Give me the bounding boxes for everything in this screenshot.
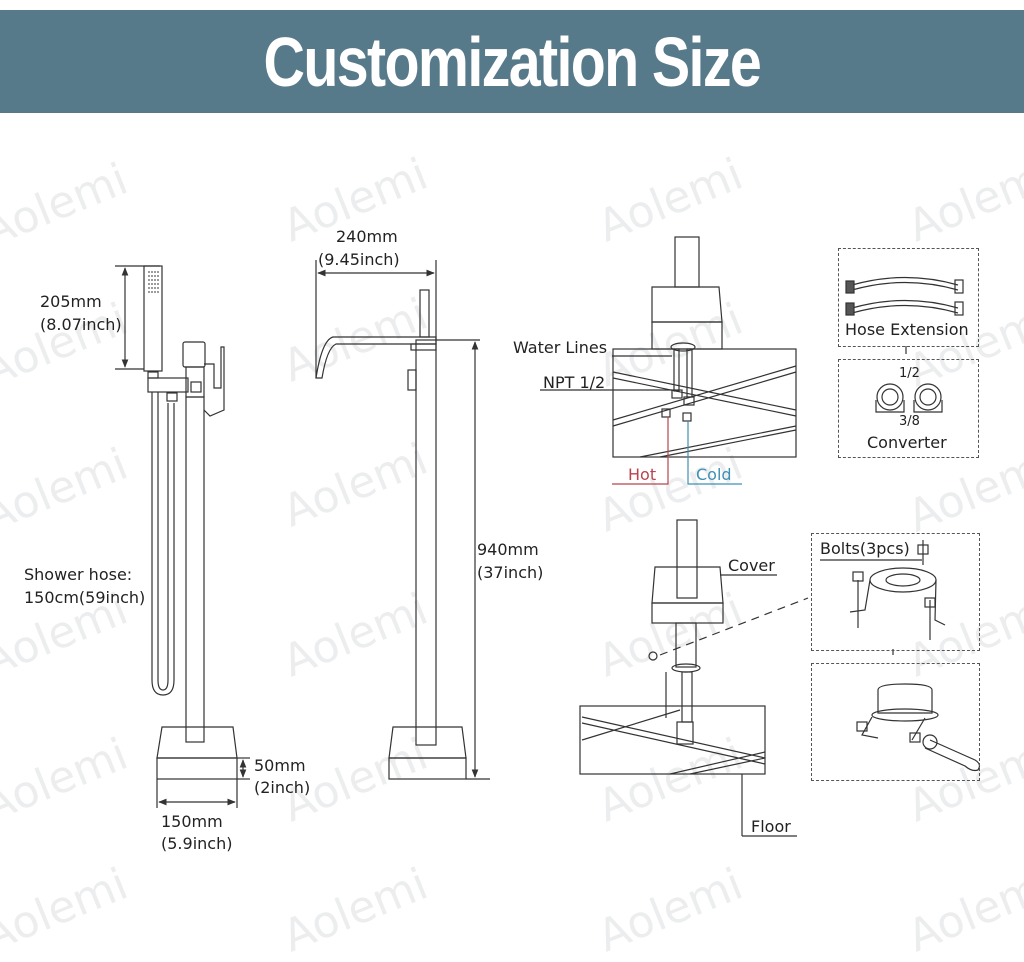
converter-size-top: 1/2 xyxy=(899,366,920,381)
floor-label: Floor xyxy=(751,817,791,836)
cover-label: Cover xyxy=(728,556,775,575)
npt-label: NPT 1/2 xyxy=(543,373,606,392)
bolts-drawing xyxy=(820,540,946,640)
install-water-lines-diagram xyxy=(540,236,797,458)
wrench-install-drawing xyxy=(856,683,981,772)
base-height-inch: (2inch) xyxy=(254,778,311,797)
hose-extension-box xyxy=(838,248,979,347)
hose-extension-label: Hose Extension xyxy=(845,320,969,339)
water-lines-label: Water Lines xyxy=(513,338,608,357)
hot-label: Hot xyxy=(628,465,657,484)
bolts-label: Bolts(3pcs) xyxy=(820,539,910,558)
shower-hose-label: Shower hose: xyxy=(24,565,133,584)
converter-box xyxy=(838,359,979,458)
title-banner: Customization Size xyxy=(0,10,1024,113)
total-height-inch: (37inch) xyxy=(477,563,544,582)
install-step-box xyxy=(811,663,980,781)
front-view-faucet xyxy=(315,260,490,780)
converter-label: Converter xyxy=(867,433,947,452)
total-height-mm: 940mm xyxy=(477,540,539,559)
spout-reach-inch: (9.45inch) xyxy=(318,250,400,269)
cold-label: Cold xyxy=(696,465,732,484)
converter-size-bottom: 3/8 xyxy=(899,414,920,429)
bolts-box xyxy=(811,533,980,651)
base-width-inch: (5.9inch) xyxy=(161,834,233,853)
handshower-height-mm: 205mm xyxy=(40,292,102,311)
base-width-mm: 150mm xyxy=(161,812,223,831)
side-view-faucet xyxy=(115,265,250,808)
shower-hose-length: 150cm(59inch) xyxy=(24,588,146,607)
spout-reach-mm: 240mm xyxy=(336,227,398,246)
hose-extension-drawing xyxy=(845,276,964,316)
converter-drawing xyxy=(875,383,943,413)
handshower-height-inch: (8.07inch) xyxy=(40,315,122,334)
install-floor-diagram xyxy=(579,519,809,837)
base-height-mm: 50mm xyxy=(254,756,306,775)
page-title: Customization Size xyxy=(263,22,762,101)
